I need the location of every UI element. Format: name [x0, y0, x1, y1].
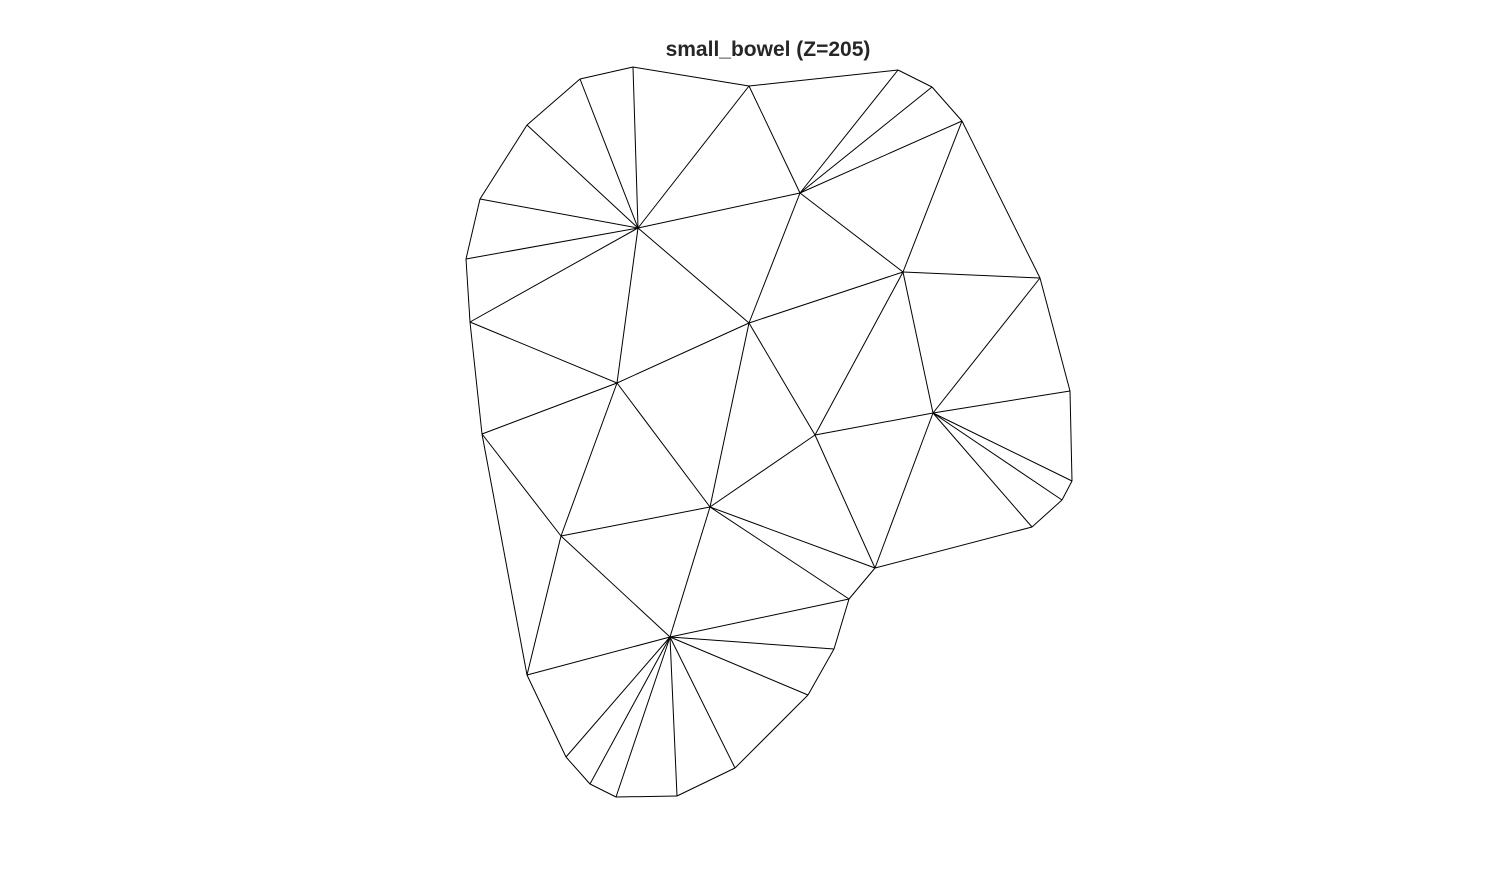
mesh-edge: [1061, 480, 1073, 501]
mesh-edge: [669, 506, 711, 638]
mesh-edge: [1039, 277, 1071, 392]
mesh-edge: [616, 322, 750, 384]
mesh-edge: [479, 198, 639, 229]
mesh-edge: [465, 227, 639, 260]
mesh-edge: [932, 412, 1033, 528]
mesh-edge: [932, 277, 1041, 414]
mesh-edge: [615, 795, 678, 798]
mesh-edge: [748, 85, 801, 194]
mesh-edge: [481, 382, 618, 435]
mesh-edge: [807, 648, 835, 696]
mesh-edge: [669, 598, 850, 638]
mesh-edge: [748, 271, 904, 324]
mesh-edge: [526, 535, 562, 676]
mesh-edges: [465, 66, 1073, 798]
mesh-edge: [479, 124, 528, 200]
mesh-edge: [897, 69, 933, 88]
mesh-edge: [932, 412, 1073, 482]
mesh-edge: [669, 636, 835, 650]
mesh-edge: [709, 506, 850, 600]
mesh-edge: [669, 636, 678, 797]
mesh-edge: [481, 433, 562, 537]
mesh-edge: [799, 69, 899, 194]
mesh-edge: [469, 321, 618, 384]
mesh-edge: [565, 756, 591, 785]
mesh-edge: [637, 192, 801, 229]
mesh-edge: [579, 66, 634, 80]
mesh-edge: [669, 636, 736, 769]
mesh-edge: [709, 506, 876, 569]
mesh-edge: [481, 433, 528, 676]
mesh-edge: [1031, 499, 1063, 528]
mesh-edge: [469, 227, 639, 323]
mesh-edge: [961, 120, 1041, 279]
mesh-edge: [931, 86, 963, 122]
mesh-edge: [932, 412, 1063, 501]
mesh-edge: [874, 412, 934, 569]
mesh-edge: [814, 412, 934, 436]
mesh-edge: [526, 124, 639, 229]
mesh-edge: [874, 526, 1033, 569]
plot-title: small_bowel (Z=205): [665, 38, 871, 61]
mesh-edge: [814, 434, 876, 569]
mesh-edge: [579, 78, 639, 229]
mesh-edge: [526, 636, 671, 676]
mesh-edge: [616, 382, 711, 508]
mesh-edge: [632, 66, 639, 229]
mesh-edge: [814, 271, 904, 436]
mesh-edge: [1069, 390, 1073, 482]
mesh-edge: [799, 86, 933, 194]
mesh-edge: [637, 85, 750, 229]
mesh-edge: [469, 321, 483, 435]
mesh-edge: [560, 506, 711, 537]
mesh-edge: [709, 322, 750, 508]
mesh-edge: [615, 636, 671, 798]
mesh-edge: [560, 535, 671, 638]
mesh-edge: [799, 120, 963, 194]
mesh-edge: [932, 390, 1071, 414]
mesh-edge: [465, 258, 471, 323]
mesh-edge: [637, 227, 750, 324]
mesh-edge: [669, 636, 809, 696]
mesh-edge: [902, 271, 934, 414]
mesh-edge: [709, 434, 816, 508]
mesh-edge: [616, 227, 639, 384]
mesh-edge: [902, 120, 963, 273]
mesh-edge: [902, 271, 1041, 279]
mesh-edge: [676, 767, 736, 797]
mesh-edge: [748, 322, 816, 436]
mesh-edge: [526, 674, 567, 758]
mesh-edge: [799, 192, 904, 273]
mesh-edge: [560, 382, 618, 537]
mesh-edge: [748, 192, 801, 324]
mesh-edge: [748, 69, 899, 87]
mesh-edge: [465, 198, 481, 260]
mesh-edge: [526, 78, 581, 126]
mesh-edge: [632, 66, 750, 87]
mesh-edge: [565, 636, 671, 758]
mesh-edge: [833, 598, 850, 650]
mesh-edge: [589, 783, 617, 798]
mesh-edge: [848, 567, 876, 600]
mesh-edge: [589, 636, 671, 785]
mesh-edge: [734, 694, 809, 769]
